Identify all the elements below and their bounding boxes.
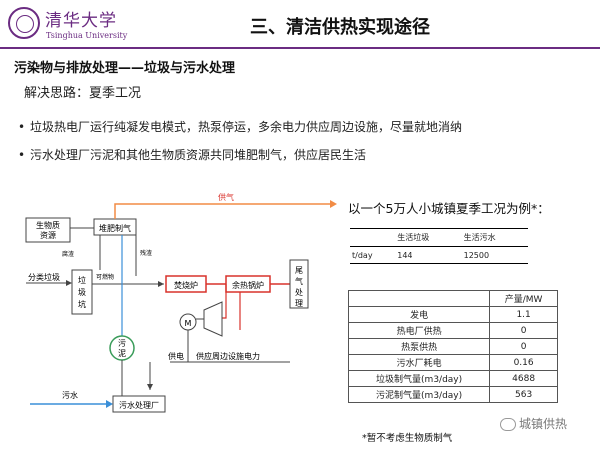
chat-bubble-icon: [500, 418, 516, 431]
table-cell: [350, 228, 396, 247]
table-cell: t/day: [350, 246, 396, 264]
incinerator-label: 焚烧炉: [174, 280, 198, 290]
flue-gas-box: [289, 259, 309, 309]
table-cell: 1.1: [489, 306, 558, 323]
table-row: 垃圾制气量(m3/day)4688: [347, 370, 558, 387]
page-title: 三、清洁供热实现途径: [250, 17, 430, 38]
tsinghua-logo: 清华大学 Tsinghua University: [8, 6, 128, 44]
logo-english: Tsinghua University: [46, 31, 128, 40]
seal-icon: [8, 7, 40, 39]
waste-pit-label: 圾: [78, 287, 86, 297]
table-cell: 热泵供热: [347, 338, 491, 355]
gas-arrow-icon: [330, 200, 337, 208]
table-cell: 0.16: [489, 354, 558, 371]
biomass-label: 资源: [40, 230, 56, 240]
power-nearby-label: 供应周边设施电力: [196, 351, 260, 361]
table-cell: 4688: [489, 370, 558, 387]
biomass-box: [25, 217, 71, 243]
table-cell: 污泥制气量(m3/day): [347, 386, 491, 403]
compost-label: 堆肥制气: [99, 223, 131, 233]
logo-chinese: 清华大学: [45, 11, 117, 31]
residue-label: 残渣: [140, 249, 152, 257]
table-cell: 生活污水: [461, 228, 528, 247]
table-cell: 12500: [461, 246, 528, 264]
approach-label: 解决思路：夏季工况: [24, 86, 142, 101]
process-diagram: 生物质 资源 堆肥制气 供气 腐渣 残渣 分类垃圾 垃 圾 坑 可燃物 焚烧炉 …: [25, 192, 337, 413]
wwtp-label: 污水处理厂: [119, 400, 159, 410]
table-cell: 污水厂耗电: [347, 354, 491, 371]
boiler-label: 余热锅炉: [232, 280, 264, 290]
table-header-row: 生活垃圾 生活污水: [350, 228, 528, 247]
footnote: *暂不考虑生物质制气: [362, 433, 453, 444]
table-row: t/day 144 12500: [350, 246, 528, 264]
power-supply-label: 供电: [168, 351, 184, 361]
case-title: 以一个5万人小城镇夏季工况为例*：: [348, 201, 550, 216]
combustibles-label: 可燃物: [96, 273, 114, 281]
waste-volume-table: 生活垃圾 生活污水 t/day 144 12500: [350, 228, 528, 264]
generator-label: M: [185, 319, 192, 328]
bullet-item: •污水处理厂污泥和其他生物质资源共同堆肥制气，供应居民生活: [18, 148, 367, 162]
sludge-label: 泥: [118, 349, 126, 358]
table-header-row: 产量/MW: [347, 290, 558, 307]
table-row: 污泥制气量(m3/day)563: [347, 386, 558, 403]
biomass-label: 生物质: [36, 220, 60, 230]
flue-gas-label: 尾: [295, 266, 303, 275]
title-divider: [0, 47, 600, 49]
table-cell: 0: [489, 322, 558, 339]
sorted-waste-label: 分类垃圾: [28, 272, 60, 282]
waste-pit-label: 坑: [78, 299, 86, 309]
table-cell: 563: [489, 386, 558, 403]
bullet-text: 垃圾热电厂运行纯凝发电模式，热泵停运，多余电力供应周边设施，尽量就地消纳: [30, 120, 463, 134]
flue-gas-label: 气: [295, 276, 303, 286]
gas-supply-label: 供气: [218, 192, 234, 202]
flue-gas-label: 处: [295, 287, 303, 297]
flue-gas-label: 理: [295, 299, 303, 308]
table-cell: 垃圾制气量(m3/day): [347, 370, 491, 387]
table-cell: 144: [395, 246, 462, 264]
bullet-item: •垃圾热电厂运行纯凝发电模式，热泵停运，多余电力供应周边设施，尽量就地消纳: [18, 120, 463, 134]
table-cell: 生活垃圾: [395, 228, 462, 247]
sludge-label: 污: [118, 338, 126, 348]
watermark: 城镇供热: [500, 415, 567, 432]
table-cell: 0: [489, 338, 558, 355]
turbine-icon: [203, 301, 223, 337]
waste-pit-box: [71, 269, 93, 315]
waste-pit-label: 垃: [78, 275, 86, 285]
watermark-text: 城镇供热: [519, 417, 568, 431]
bullet-text: 污水处理厂污泥和其他生物质资源共同堆肥制气，供应居民生活: [30, 148, 367, 162]
section-title: 污染物与排放处理——垃圾与污水处理: [14, 61, 236, 76]
leachate-label: 腐渣: [62, 250, 74, 258]
table-cell: [347, 290, 491, 307]
table-cell: 热电厂供热: [347, 322, 491, 339]
sewage-label: 污水: [62, 390, 78, 400]
table-cell: 发电: [347, 306, 491, 323]
table-cell: 产量/MW: [489, 290, 558, 307]
gas-supply-line: [114, 203, 330, 219]
wwtp-box: [112, 395, 166, 413]
